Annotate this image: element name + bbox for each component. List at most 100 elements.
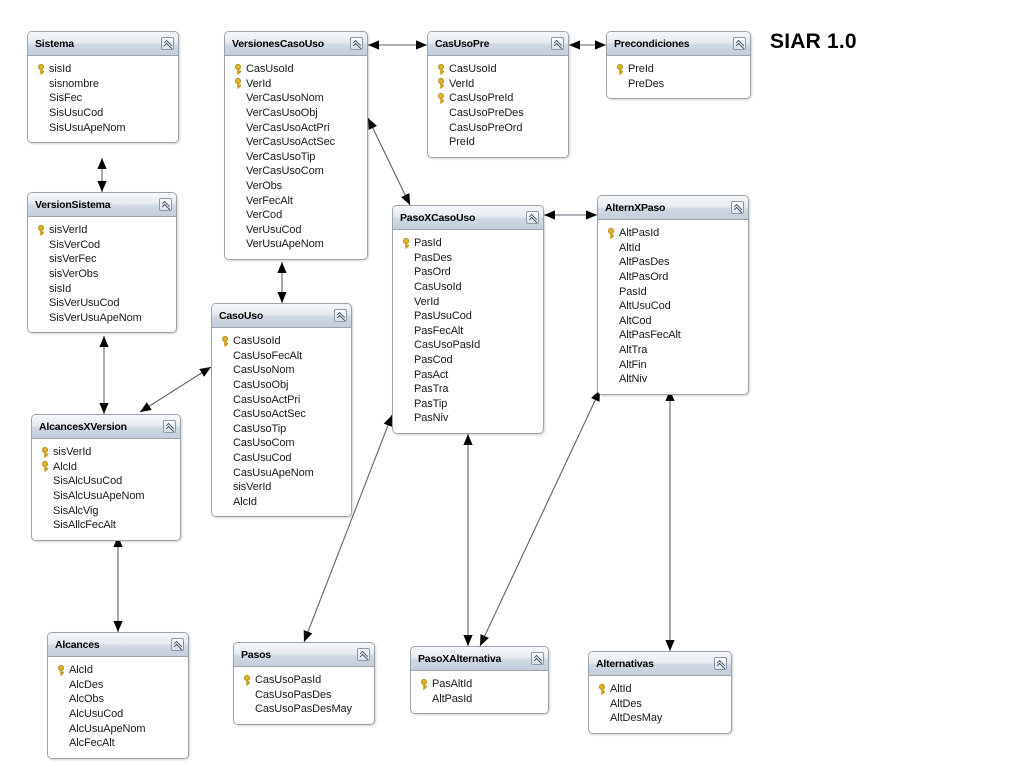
primary-key-field-row[interactable]: PasAltId [416,677,543,692]
field-row[interactable]: AlcObs [53,692,183,707]
primary-key-field-row[interactable]: CasUsoPasId [239,673,369,688]
chevron-up-double-icon[interactable] [334,309,347,322]
entity-header-casouso[interactable]: CasoUso [212,304,351,328]
field-row[interactable]: VerUsuCod [230,223,362,238]
primary-key-field-row[interactable]: AlcId [37,460,175,475]
field-row[interactable]: AltPasDes [603,255,743,270]
entity-header-casusopre[interactable]: CasUsoPre [428,32,568,56]
rel-casouso-versionescasouso[interactable] [277,262,287,303]
chevron-up-double-icon[interactable] [163,420,176,433]
chevron-up-double-icon[interactable] [350,37,363,50]
field-row[interactable]: SisVerUsuCod [33,296,171,311]
entity-header-versionsistema[interactable]: VersionSistema [28,193,176,217]
field-row[interactable]: PasTra [398,382,538,397]
field-row[interactable]: AlcUsuCod [53,707,183,722]
chevron-up-double-icon[interactable] [161,37,174,50]
field-row[interactable]: PreId [433,135,563,150]
entity-header-pasoxcasouso[interactable]: PasoXCasoUso [393,206,543,230]
field-row[interactable]: CasUsoCom [217,436,346,451]
field-row[interactable]: AltDes [594,697,726,712]
field-row[interactable]: AlcDes [53,678,183,693]
primary-key-field-row[interactable]: VerId [433,77,563,92]
rel-versionsistema-alcancesxversion[interactable] [99,336,109,414]
field-row[interactable]: VerUsuApeNom [230,237,362,252]
rel-alcancesxversion-casouso[interactable] [139,366,212,413]
field-row[interactable]: SisUsuApeNom [33,120,173,135]
chevron-up-double-icon[interactable] [731,201,744,214]
field-row[interactable]: PasCod [398,353,538,368]
field-row[interactable]: sisnombre [33,77,173,92]
field-row[interactable]: VerCasUsoObj [230,106,362,121]
field-row[interactable]: SisAlcVig [37,503,175,518]
chevron-up-double-icon[interactable] [171,638,184,651]
field-row[interactable]: sisVerFec [33,252,171,267]
rel-pasoxcasouso-alternxpaso[interactable] [544,210,597,220]
field-row[interactable]: SisUsuCod [33,106,173,121]
field-row[interactable]: AlcFecAlt [53,736,183,751]
field-row[interactable]: CasUsoPasId [398,338,538,353]
field-row[interactable]: SisFec [33,91,173,106]
rel-pasoxcasouso-pasoxalternativa[interactable] [463,434,473,646]
primary-key-field-row[interactable]: sisVerId [37,445,175,460]
primary-key-field-row[interactable]: CasUsoId [433,62,563,77]
field-row[interactable]: PasDes [398,251,538,266]
field-row[interactable]: SisAlcUsuCod [37,474,175,489]
chevron-up-double-icon[interactable] [733,37,746,50]
field-row[interactable]: AltNiv [603,372,743,387]
field-row[interactable]: CasUsoPreDes [433,106,563,121]
field-row[interactable]: SisAlcUsuApeNom [37,489,175,504]
primary-key-field-row[interactable]: sisVerId [33,223,171,238]
field-row[interactable]: VerCasUsoActPri [230,120,362,135]
primary-key-field-row[interactable]: AlcId [53,663,183,678]
primary-key-field-row[interactable]: PreId [612,62,745,77]
entity-header-precondiciones[interactable]: Precondiciones [607,32,750,56]
primary-key-field-row[interactable]: VerId [230,77,362,92]
field-row[interactable]: PasOrd [398,265,538,280]
field-row[interactable]: CasUsoNom [217,363,346,378]
field-row[interactable]: AltFin [603,357,743,372]
field-row[interactable]: VerCasUsoTip [230,150,362,165]
field-row[interactable]: CasUsuApeNom [217,465,346,480]
rel-versionescasouso-casusopre[interactable] [368,40,427,50]
entity-header-pasos[interactable]: Pasos [234,643,374,667]
field-row[interactable]: AltPasFecAlt [603,328,743,343]
field-row[interactable]: CasUsoPasDesMay [239,702,369,717]
field-row[interactable]: sisId [33,281,171,296]
field-row[interactable]: VerObs [230,179,362,194]
field-row[interactable]: CasUsoActPri [217,392,346,407]
field-row[interactable]: CasUsoPreOrd [433,120,563,135]
field-row[interactable]: AltId [603,241,743,256]
entity-header-sistema[interactable]: Sistema [28,32,178,56]
field-row[interactable]: AltUsuCod [603,299,743,314]
field-row[interactable]: sisVerId [217,480,346,495]
field-row[interactable]: AlcId [217,495,346,510]
field-row[interactable]: PasUsuCod [398,309,538,324]
chevron-up-double-icon[interactable] [159,198,172,211]
field-row[interactable]: AltPasId [416,692,543,707]
field-row[interactable]: sisVerObs [33,267,171,282]
rel-alternxpaso-alternativas[interactable] [665,390,675,651]
field-row[interactable]: VerCod [230,208,362,223]
entity-header-alcancesxversion[interactable]: AlcancesXVersion [32,415,180,439]
entity-header-alcances[interactable]: Alcances [48,633,188,657]
field-row[interactable]: CasUsoActSec [217,407,346,422]
field-row[interactable]: CasUsoObj [217,378,346,393]
field-row[interactable]: AltCod [603,314,743,329]
field-row[interactable]: PreDes [612,77,745,92]
field-row[interactable]: CasUsoFecAlt [217,349,346,364]
field-row[interactable]: AltPasOrd [603,270,743,285]
field-row[interactable]: SisVerUsuApeNom [33,311,171,326]
field-row[interactable]: AltTra [603,343,743,358]
field-row[interactable]: CasUsuCod [217,451,346,466]
field-row[interactable]: VerCasUsoNom [230,91,362,106]
primary-key-field-row[interactable]: CasUsoId [230,62,362,77]
field-row[interactable]: PasTip [398,397,538,412]
